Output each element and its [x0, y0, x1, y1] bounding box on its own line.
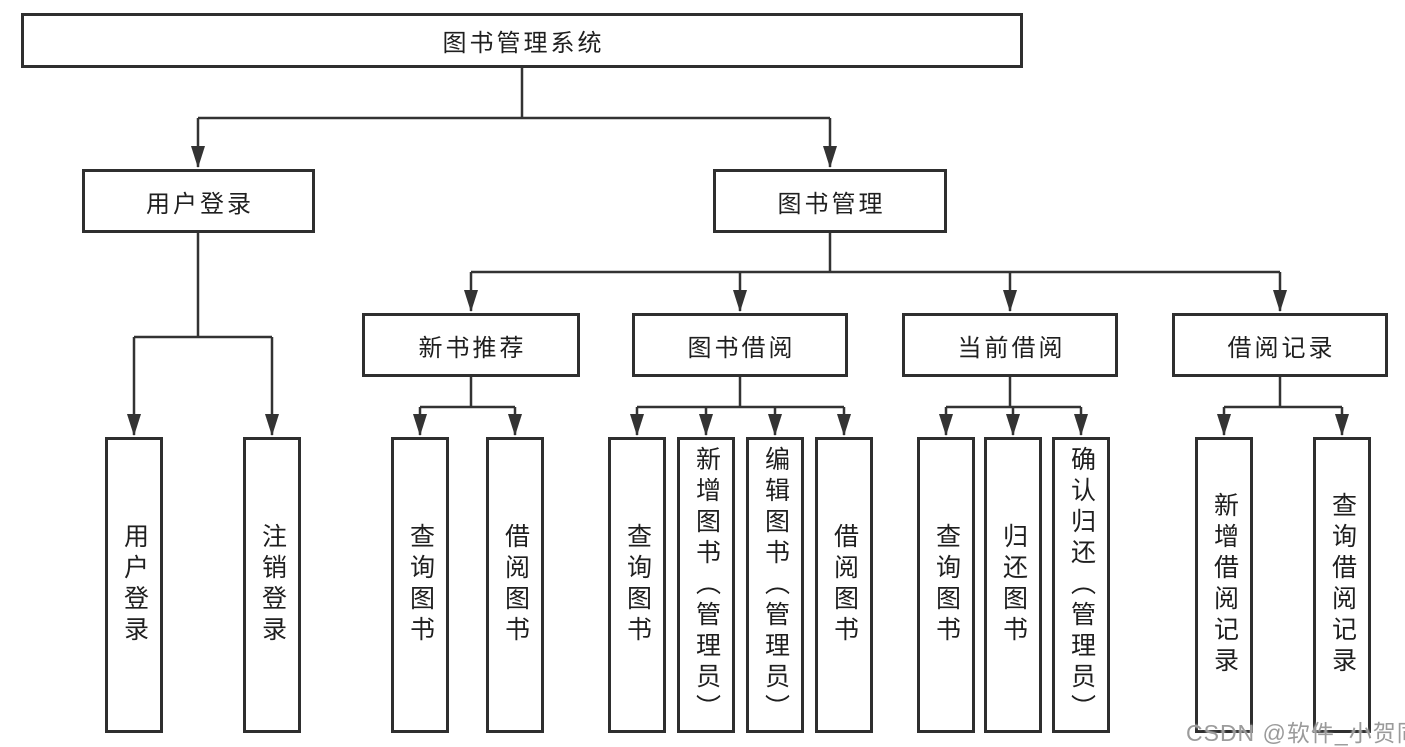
leaf-query-books-2: 查询图书 [608, 437, 666, 733]
node-root-system: 图书管理系统 [21, 13, 1023, 68]
node-new-book-recommend: 新书推荐 [362, 313, 580, 377]
leaf-add-book-admin: 新增图书（管理员） [677, 437, 735, 733]
leaf-return-book: 归还图书 [984, 437, 1042, 733]
node-book-borrowing: 图书借阅 [632, 313, 848, 377]
leaf-logout: 注销登录 [243, 437, 301, 733]
connector-arrows [127, 118, 1349, 436]
node-current-borrowing: 当前借阅 [902, 313, 1118, 377]
leaf-user-login: 用户登录 [105, 437, 163, 733]
node-user-login: 用户登录 [82, 169, 315, 233]
leaf-query-books-1: 查询图书 [391, 437, 449, 733]
leaf-add-borrow-record: 新增借阅记录 [1195, 437, 1253, 733]
node-book-management: 图书管理 [713, 169, 947, 233]
leaf-confirm-return-admin: 确认归还（管理员） [1052, 437, 1110, 733]
leaf-borrow-books-1: 借阅图书 [486, 437, 544, 733]
leaf-query-books-3: 查询图书 [917, 437, 975, 733]
leaf-query-borrow-record: 查询借阅记录 [1313, 437, 1371, 733]
node-borrowing-records: 借阅记录 [1172, 313, 1388, 377]
csdn-watermark: CSDN @软件_小贺同学 [1186, 720, 1405, 746]
leaf-borrow-books-2: 借阅图书 [815, 437, 873, 733]
leaf-edit-book-admin: 编辑图书（管理员） [746, 437, 804, 733]
